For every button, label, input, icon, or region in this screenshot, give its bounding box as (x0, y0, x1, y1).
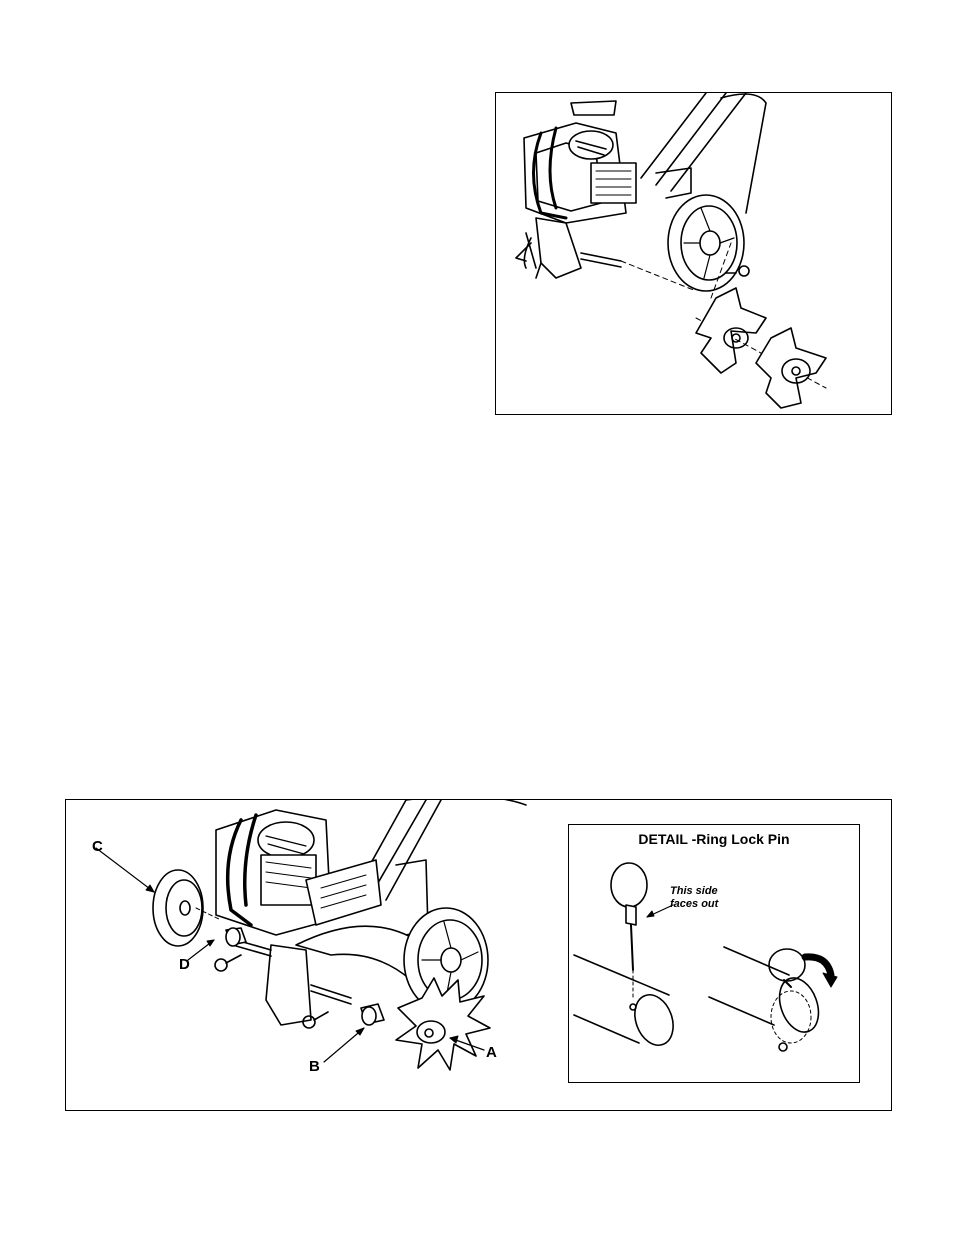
ring-lock-pin-illustration (569, 825, 861, 1084)
ring-lock-pin-detail: DETAIL -Ring Lock Pin This side faces ou… (568, 824, 860, 1083)
tiller-tines-illustration (496, 93, 893, 416)
callout-a: A (486, 1044, 497, 1061)
tine-removal-figure (495, 92, 892, 415)
pin-orientation-note: This side faces out (670, 885, 718, 911)
pin-orientation-note-line2: faces out (670, 898, 718, 911)
pin-orientation-note-line1: This side (670, 885, 718, 898)
callout-d: D (179, 956, 190, 973)
callout-c: C (92, 838, 103, 855)
callout-b: B (309, 1058, 320, 1075)
